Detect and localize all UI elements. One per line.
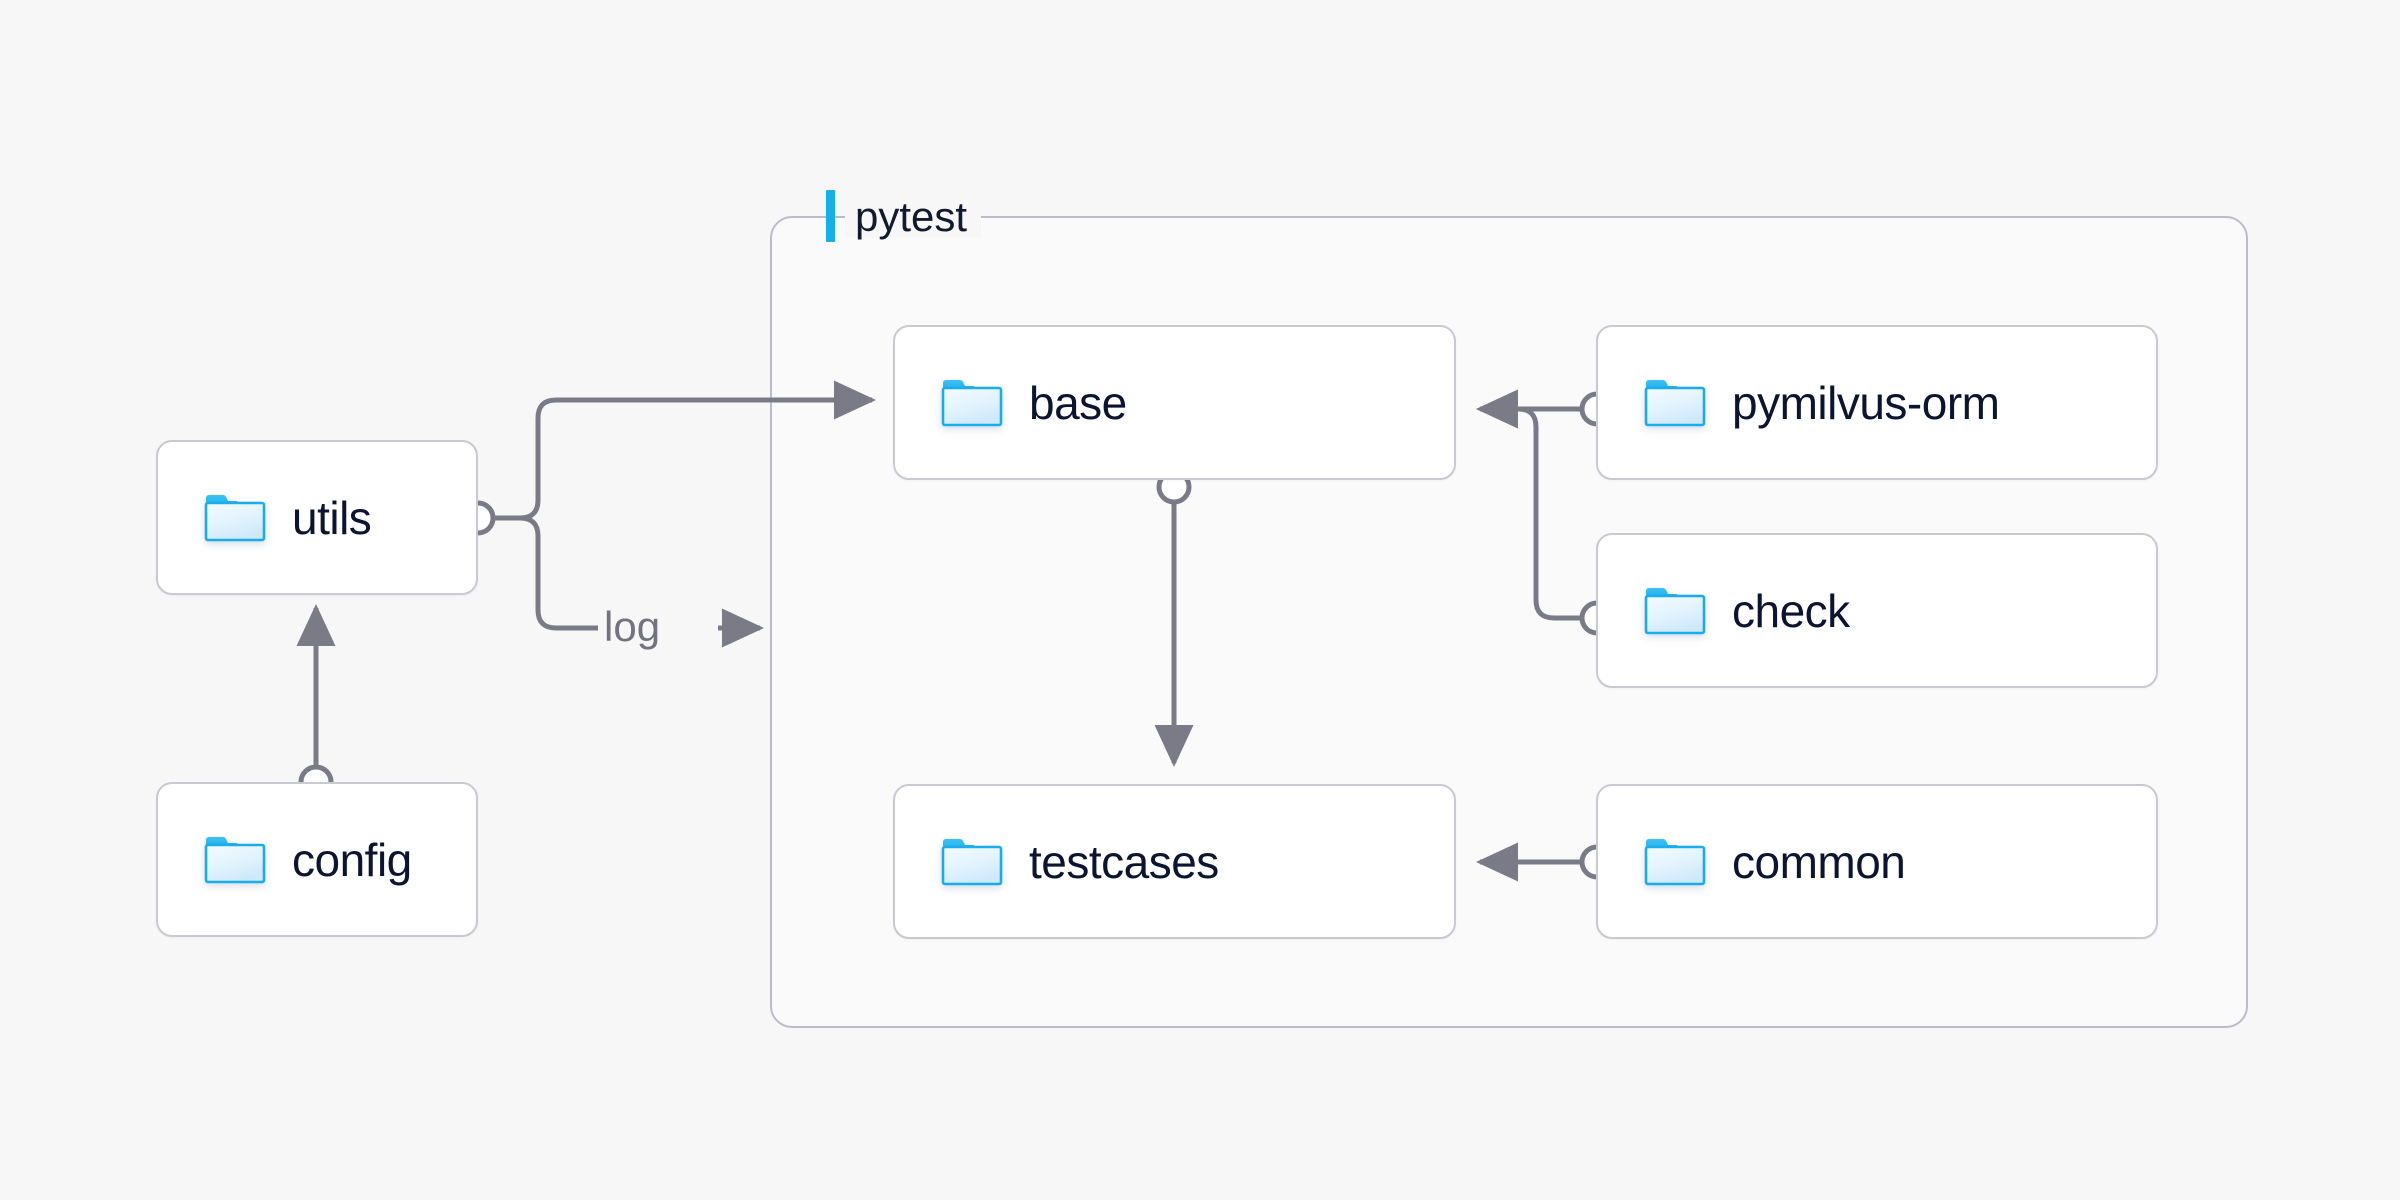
node-check[interactable]: check <box>1596 533 2158 688</box>
folder-icon <box>1644 838 1706 885</box>
node-base[interactable]: base <box>893 325 1456 480</box>
node-label: pymilvus-orm <box>1732 376 2000 429</box>
node-label: common <box>1732 835 1906 888</box>
node-label: check <box>1732 584 1850 637</box>
group-pytest-label: pytest <box>845 196 982 238</box>
node-pymilvus-orm[interactable]: pymilvus-orm <box>1596 325 2158 480</box>
node-testcases[interactable]: testcases <box>893 784 1456 939</box>
node-label: base <box>1029 376 1127 429</box>
folder-icon <box>1644 587 1706 634</box>
edge-config-to-utils <box>296 603 336 800</box>
blue-bar-icon <box>826 190 835 242</box>
folder-icon <box>204 494 266 541</box>
node-label: config <box>292 833 412 886</box>
node-utils[interactable]: utils <box>156 440 478 595</box>
folder-icon <box>1644 379 1706 426</box>
folder-icon <box>941 379 1003 426</box>
edge-label-log: log <box>604 603 661 650</box>
node-config[interactable]: config <box>156 782 478 937</box>
node-label: testcases <box>1029 835 1219 888</box>
node-common[interactable]: common <box>1596 784 2158 939</box>
folder-icon <box>941 838 1003 885</box>
node-label: utils <box>292 491 372 544</box>
folder-icon <box>204 836 266 883</box>
